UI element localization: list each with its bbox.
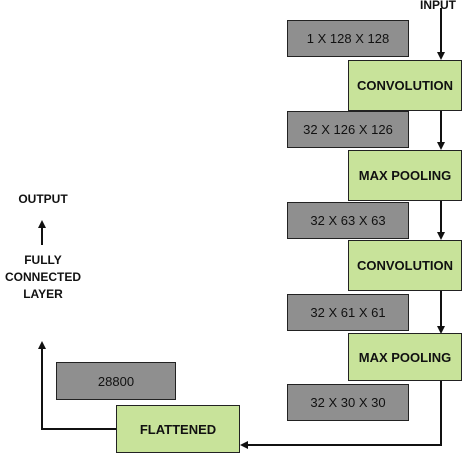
dim-box-input: 1 X 128 X 128 — [287, 20, 409, 57]
op-box-max-pooling-1: MAX POOLING — [348, 150, 462, 201]
fc-label-line-2: CONNECTED — [4, 270, 81, 284]
dim-box-conv2: 32 X 61 X 61 — [287, 294, 409, 331]
fc-label-line-3: LAYER — [23, 287, 63, 301]
op-box-convolution-2: CONVOLUTION — [348, 240, 462, 291]
arrow-pool2-flattened — [240, 381, 442, 449]
op-box-flattened: FLATTENED — [116, 405, 240, 453]
dim-box-conv1: 32 X 126 X 126 — [287, 111, 409, 148]
fc-layer-label: FULLY CONNECTED LAYER — [0, 252, 86, 303]
dim-box-flattened: 28800 — [56, 362, 176, 400]
fc-label-line-1: FULLY — [24, 253, 62, 267]
dim-box-pool2: 32 X 30 X 30 — [287, 384, 409, 421]
input-label: INPUT — [420, 0, 456, 12]
output-label: OUTPUT — [18, 192, 68, 206]
arrow-flattened-fc — [38, 341, 116, 430]
op-box-max-pooling-2: MAX POOLING — [348, 333, 462, 381]
dim-box-pool1: 32 X 63 X 63 — [287, 202, 409, 239]
op-box-convolution-1: CONVOLUTION — [348, 60, 462, 111]
